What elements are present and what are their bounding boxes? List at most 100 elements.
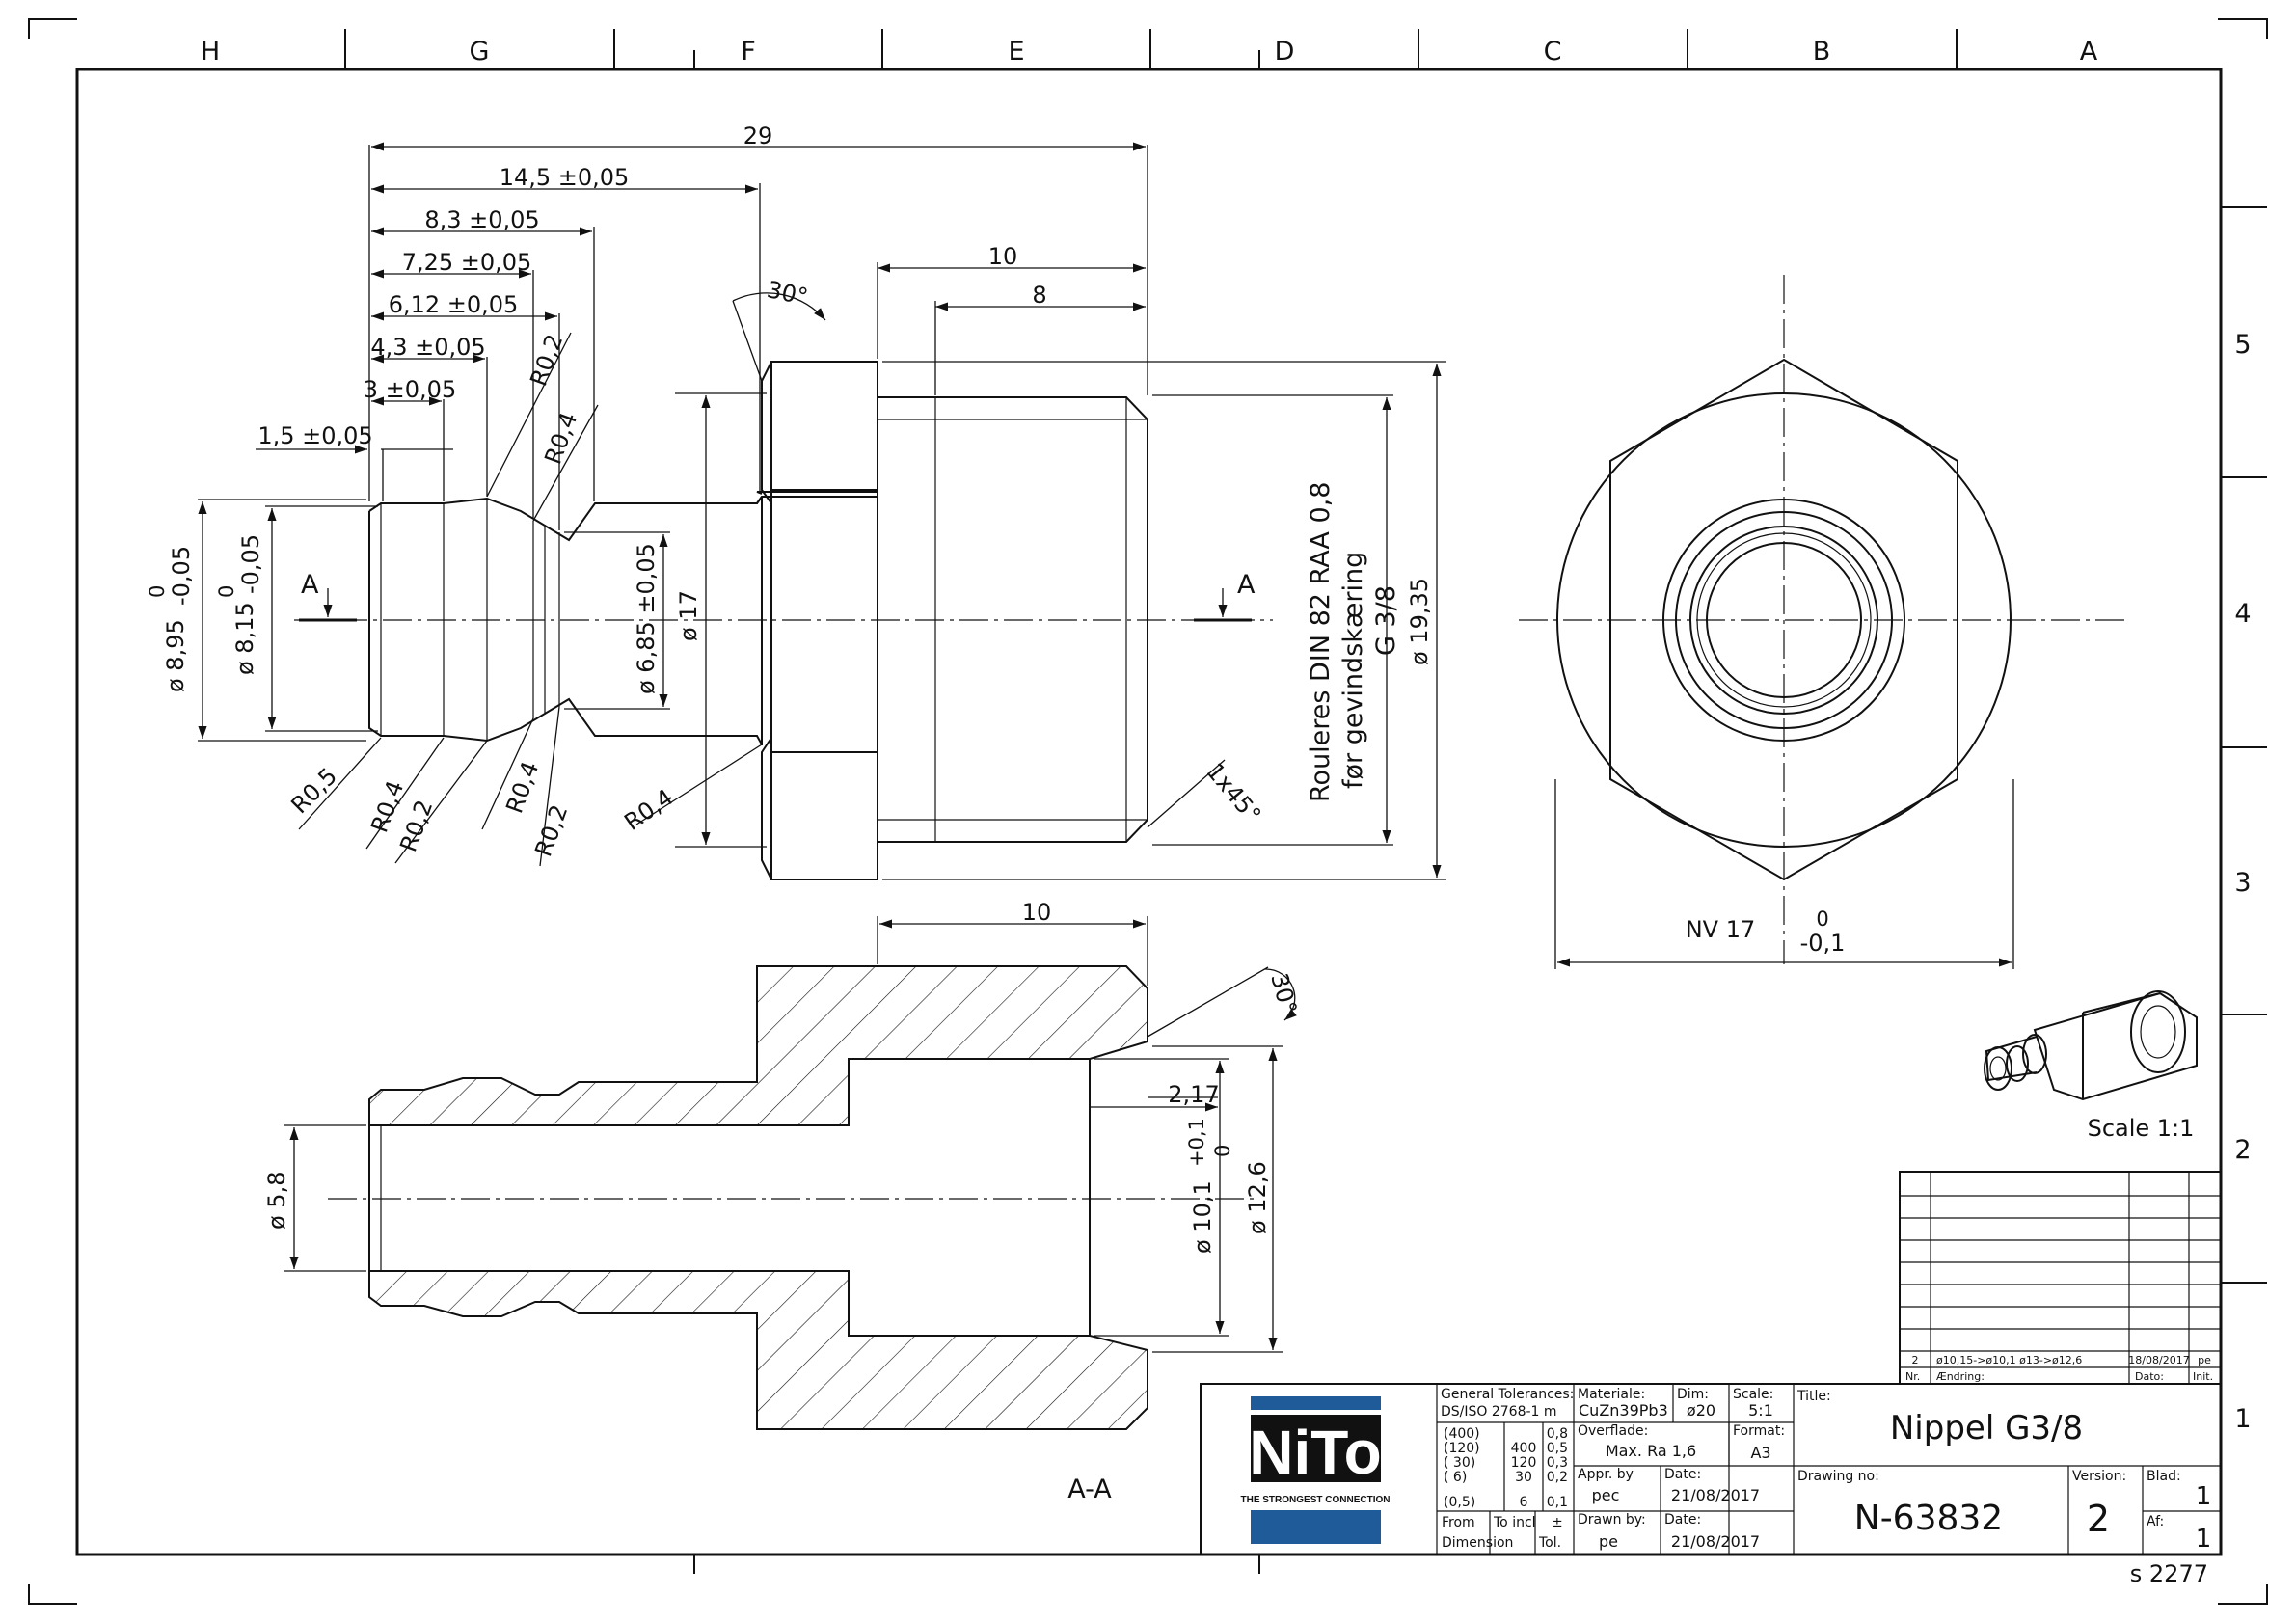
dim-label: Dim: [1677,1387,1709,1402]
rev-init: pe [2198,1354,2211,1366]
end-view: NV 17 0 -0,1 [1519,275,2126,969]
drawing-title: Nippel G3/8 [1890,1409,2083,1447]
logo-text: NiTo [1249,1418,1381,1487]
appr-value: pec [1592,1486,1620,1504]
grid-col-h: H [201,37,220,67]
rev-header-change: Ændring: [1936,1370,1985,1383]
appr-date-label: Date: [1664,1467,1701,1482]
dim-6-12: 6,12 ±0,05 [389,291,519,318]
sec-dim-10: 10 [1022,899,1052,926]
dim-dia-8-95-tol-lower: -0,05 [168,546,195,606]
grid-col-a: A [2080,37,2098,67]
nv-tol-lower: -0,1 [1800,930,1846,957]
dim-7-25: 7,25 ±0,05 [402,249,532,276]
grid-col-b: B [1813,37,1831,67]
drawing-number: N-63832 [1854,1499,2003,1538]
angle-30-front: 30° [765,276,810,311]
grid-row-5: 5 [2234,330,2251,360]
sec-dim-2-17: 2,17 [1168,1081,1219,1108]
title-label: Title: [1796,1389,1831,1404]
tol-row2-from: (120) [1444,1441,1480,1456]
tol-row4-tol: 0,2 [1547,1470,1568,1485]
dim-thread-length: 10 [988,243,1018,270]
title-block: NiTo THE STRONGEST CONNECTION General To… [1200,1383,2222,1555]
sec-dia-5-8: ø 5,8 [263,1172,290,1230]
drawing-no-label: Drawing no: [1797,1469,1879,1484]
tol-row2-tol: 0,5 [1547,1441,1568,1456]
grid-row-4: 4 [2234,599,2251,629]
tol-row3-tol: 0,3 [1547,1455,1568,1471]
nv-label: NV 17 [1686,916,1756,943]
front-view: A A 29 1 [146,122,1446,880]
tol-row1-from: (400) [1444,1426,1480,1442]
dim-dia-8-15: ø 8,15 [231,602,258,675]
blad-label: Blad: [2147,1469,2181,1484]
grid-row-1: 1 [2234,1404,2251,1434]
tol-row2-to: 400 [1511,1441,1537,1456]
grid-col-f: F [741,37,756,67]
blad-value: 1 [2196,1482,2212,1511]
appr-date-value: 21/08/2017 [1671,1486,1760,1504]
nv-tol-upper: 0 [1816,907,1828,931]
format-value: A3 [1750,1444,1770,1462]
format-label: Format: [1733,1423,1785,1439]
radius-r04-b: R0,4 [500,758,544,817]
dim-overall: 29 [743,122,773,149]
section-label: A-A [1067,1474,1112,1504]
dimension-label: Dimension [1442,1535,1513,1551]
dim-value: ø20 [1687,1401,1715,1420]
surface-value: Max. Ra 1,6 [1606,1442,1696,1460]
nito-logo: NiTo THE STRONGEST CONNECTION [1240,1396,1391,1544]
radius-r02-b: R0,2 [529,801,573,860]
grid-col-d: D [1275,37,1295,67]
dim-dia-8-15-tol-upper: 0 [215,585,238,598]
surface-label: Overflade: [1578,1423,1648,1439]
tol-row5-from: (0,5) [1444,1495,1475,1510]
section-mark-right: A [1237,570,1256,600]
grid-col-g: G [470,37,490,67]
thread-note-line-3: G 3/8 [1371,585,1401,656]
logo-tagline: THE STRONGEST CONNECTION [1240,1495,1390,1505]
gen-tol-label: General Tolerances: [1441,1387,1574,1402]
tol-label: Tol. [1538,1535,1561,1551]
rev-date: 18/08/2017 [2128,1354,2189,1366]
iso-scale-label: Scale 1:1 [2088,1115,2195,1142]
dim-dia-8-15-tol-lower: -0,05 [237,534,264,594]
thread-note-line-1: Rouleres DIN 82 RAA 0,8 [1306,482,1336,802]
section-view: A-A 10 30° 2,17 ø 5,8 ø 10,1 +0,1 0 ø 12 [263,899,1302,1504]
to-label: To incl [1493,1515,1536,1530]
pm-label: ± [1552,1515,1563,1530]
dim-thread-inner: 8 [1032,282,1046,309]
radius-r04-c: R0,4 [619,784,678,836]
grid-row-2: 2 [2234,1135,2251,1165]
dim-dia-6-85: ø 6,85 ±0,05 [633,543,660,694]
material-label: Materiale: [1578,1387,1645,1402]
section-mark-left: A [301,570,319,600]
gen-tol-std: DS/ISO 2768-1 m [1441,1404,1557,1420]
material-value: CuZn39Pb3 [1579,1401,1668,1420]
af-label: Af: [2147,1514,2164,1529]
appr-label: Appr. by [1578,1467,1634,1482]
sec-angle-30: 30° [1265,970,1302,1016]
dim-3: 3 ±0,05 [364,376,456,403]
drawn-date-label: Date: [1664,1512,1701,1528]
drawn-label: Drawn by: [1578,1512,1646,1528]
dim-dia-8-95: ø 8,95 [162,619,189,692]
rev-nr: 2 [1912,1354,1919,1366]
sheet-code: s 2277 [2130,1560,2208,1587]
dim-4-3: 4,3 ±0,05 [370,334,485,361]
tol-row1-tol: 0,8 [1547,1426,1568,1442]
isometric-view: Scale 1:1 [1984,990,2198,1142]
grid-col-c: C [1544,37,1562,67]
dim-dia-19-35: ø 19,35 [1406,578,1433,665]
radius-r04-top: R0,4 [539,409,582,468]
version-value: 2 [2087,1498,2110,1540]
rev-change: ø10,15->ø10,1 ø13->ø12,6 [1936,1354,2082,1366]
version-label: Version: [2072,1469,2126,1484]
tol-row3-to: 120 [1511,1455,1537,1471]
chamfer-label: 1x45° [1201,758,1266,828]
dim-dia-17: ø 17 [675,590,702,641]
af-value: 1 [2196,1525,2212,1554]
sec-dia-10-1-tol-lower: 0 [1211,1145,1234,1157]
